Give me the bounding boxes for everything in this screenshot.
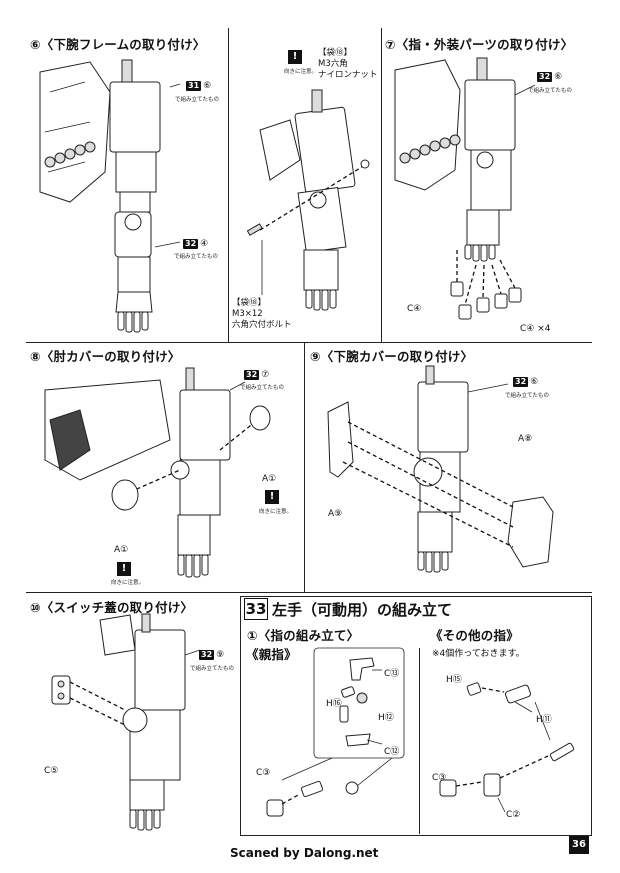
- warning-icon: !: [265, 490, 279, 504]
- step6-ref1: 31 ⑥: [186, 81, 211, 91]
- step7-part-c4x4: C④ ×4: [520, 324, 551, 334]
- step9-ref: 32 ⑥: [513, 377, 538, 387]
- section33-frame: [240, 596, 592, 836]
- step7-ref-note: で組み立てたもの: [528, 88, 573, 94]
- thumb-heading: 《親指》: [246, 647, 297, 662]
- part-h11: H⑪: [536, 715, 552, 725]
- ref-step: ⑦: [261, 370, 270, 380]
- bolt-bag: 【袋⑱】: [232, 298, 267, 308]
- ref-badge: 32: [183, 239, 199, 249]
- ref-step: ④: [200, 239, 209, 249]
- step6-ref2-note: で組み立てたもの: [174, 254, 219, 260]
- step10-ref: 32 ⑨: [199, 650, 224, 660]
- step8-warn-right: 向きに注意。: [259, 509, 293, 515]
- step8-illustration: [44, 367, 271, 578]
- part-c3-other: C③: [432, 773, 447, 783]
- divider-col-c: [304, 342, 305, 592]
- nut-spec: M3六角: [318, 59, 348, 69]
- step8-warn-left: 向きに注意。: [111, 580, 145, 586]
- nut-bag: 【袋⑱】: [318, 48, 353, 58]
- warning-icon: !: [117, 562, 131, 576]
- step10-title: ⑩〈スイッチ蓋の取り付け〉: [30, 600, 194, 615]
- bolt-spec: M3×12: [232, 309, 263, 319]
- step10-ref-note: で組み立てたもの: [190, 666, 235, 672]
- step7-title: ⑦〈指・外装パーツの取り付け〉: [385, 37, 574, 52]
- step8-part-a1-left: A①: [114, 545, 129, 555]
- ref-step: ⑨: [216, 650, 225, 660]
- step10-illustration: [51, 613, 201, 831]
- bolt-bag-label: 【袋⑱】 M3×12 六角穴付ボルト: [232, 298, 292, 331]
- step8-ref-note: で組み立てたもの: [240, 385, 285, 391]
- step9-illustration: [327, 365, 554, 573]
- sub-step-title: ①〈指の組み立て〉: [247, 628, 360, 643]
- ref-badge: 32: [513, 377, 529, 387]
- step6-title: ⑥〈下腕フレームの取り付け〉: [30, 37, 206, 52]
- part-c13: C⑬: [384, 669, 400, 679]
- page-number: 36: [569, 836, 589, 854]
- ref-step: ⑥: [530, 377, 539, 387]
- step9-part-a9: A⑨: [328, 509, 343, 519]
- step7-part-c4: C④: [407, 304, 422, 314]
- section-title: 左手（可動用）の組み立て: [272, 601, 453, 619]
- ref-badge: 32: [244, 370, 260, 380]
- nut-bag-label: 【袋⑱】 M3六角 ナイロンナット: [318, 48, 378, 81]
- other-fingers-note: ※4個作っておきます。: [432, 649, 525, 659]
- step9-title: ⑨〈下腕カバーの取り付け〉: [310, 349, 474, 364]
- step9-ref-note: で組み立てたもの: [505, 393, 550, 399]
- divider-col-a: [228, 28, 229, 342]
- other-fingers-illustration: [439, 682, 575, 813]
- cable: [44, 141, 96, 168]
- step6-ref2: 32 ④: [183, 239, 208, 249]
- part-h16: H⑯: [326, 699, 342, 709]
- ref-step: ⑥: [554, 72, 563, 82]
- divider-section33: [419, 648, 420, 834]
- other-fingers-heading: 《その他の指》: [430, 628, 519, 643]
- part-c3-thumb: C③: [256, 768, 271, 778]
- bolt-name: 六角穴付ボルト: [232, 320, 292, 330]
- cable: [399, 134, 461, 164]
- warning-icon: !: [288, 50, 302, 64]
- part-h15: H⑮: [446, 675, 462, 685]
- ref-badge: 32: [199, 650, 215, 660]
- bolt-illustration: [246, 89, 370, 311]
- step8-ref: 32 ⑦: [244, 370, 269, 380]
- divider-row1: [26, 342, 592, 343]
- step8-title: ⑧〈肘カバーの取り付け〉: [30, 349, 181, 364]
- part-c2: C②: [506, 810, 521, 820]
- nut-name: ナイロンナット: [318, 70, 378, 80]
- step10-part-c5: C⑤: [44, 766, 59, 776]
- step6-ref1-note: で組み立てたもの: [175, 97, 220, 103]
- step9-part-a8: A⑧: [518, 434, 533, 444]
- step6-illustration: [39, 59, 181, 333]
- step8-part-a1-right: A①: [262, 474, 277, 484]
- section-number: 33: [244, 598, 268, 620]
- ref-badge: 32: [537, 72, 553, 82]
- bolt-warn-note: 向きに注意。: [284, 69, 318, 75]
- step7-ref: 32 ⑥: [537, 72, 562, 82]
- divider-row2: [26, 592, 592, 593]
- ref-step: ⑥: [203, 81, 212, 91]
- footer-credit: Scaned by Dalong.net: [230, 846, 379, 860]
- thumb-illustration: [266, 647, 405, 817]
- divider-col-b: [381, 28, 382, 342]
- ref-badge: 31: [186, 81, 202, 91]
- step7-illustration: [394, 57, 536, 320]
- part-c12: C⑫: [384, 747, 400, 757]
- part-h12: H⑫: [378, 713, 394, 723]
